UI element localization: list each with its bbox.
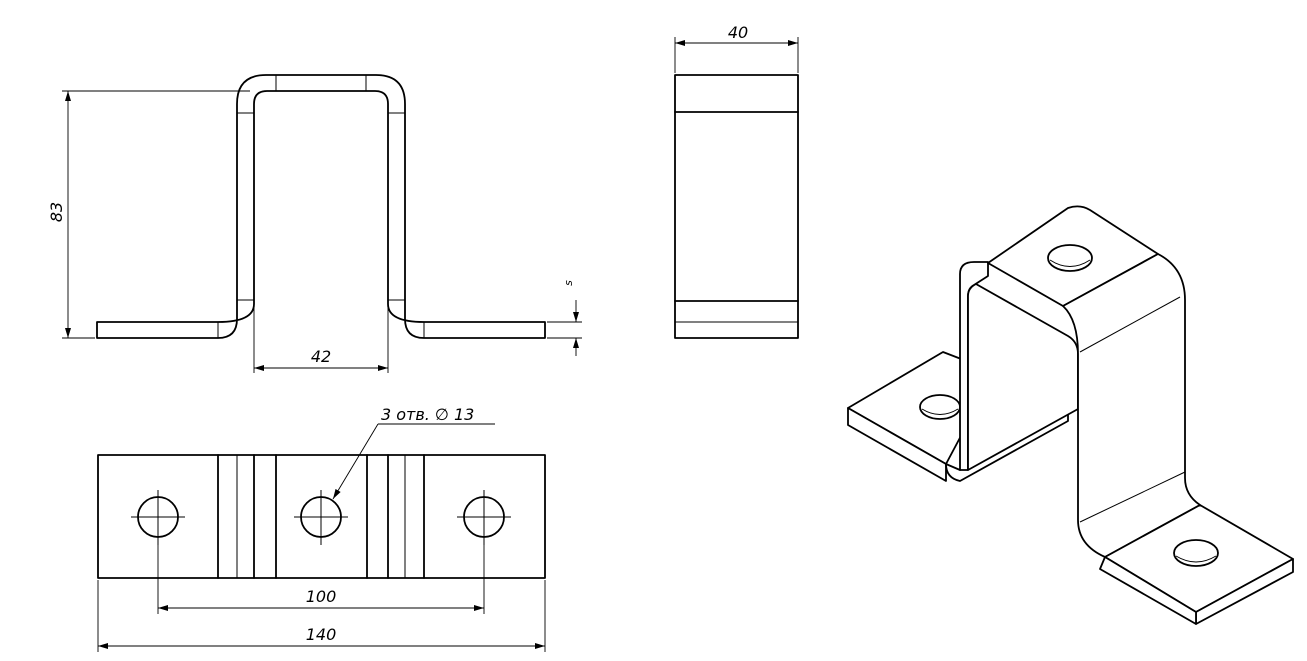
iso-right-wall xyxy=(1062,253,1201,558)
dim-label-inner-width: 42 xyxy=(311,347,331,366)
iso-right-flange-front xyxy=(1099,556,1197,625)
side-view-outline xyxy=(674,74,799,339)
hole-center-marks xyxy=(131,490,511,545)
isometric-view xyxy=(847,205,1294,625)
top-view-outline xyxy=(97,454,546,579)
side-view: 40 xyxy=(674,23,799,339)
iso-bend-line xyxy=(1079,471,1186,523)
dim-label-width: 40 xyxy=(728,23,748,42)
iso-hole-top-inner xyxy=(1049,259,1091,267)
iso-left-flange-edge xyxy=(847,407,947,482)
top-view: 3 отв. ∅ 13 100 140 xyxy=(97,405,546,652)
iso-hole-right xyxy=(1173,539,1219,567)
iso-bend-line xyxy=(1079,296,1181,353)
iso-hole-right-inner xyxy=(1175,555,1217,563)
iso-hole-top xyxy=(1047,244,1093,272)
dim-label-overall-length: 140 xyxy=(306,625,337,644)
hole-note-leader xyxy=(332,423,379,500)
dim-label-height: 83 xyxy=(47,202,66,222)
dim-label-thickness: s xyxy=(562,280,575,286)
front-view: 83 42 s xyxy=(47,74,582,373)
iso-top-plate xyxy=(987,205,1159,307)
front-view-outer-contour xyxy=(96,74,546,339)
iso-hole-left-inner xyxy=(921,408,959,415)
hole-note: 3 отв. ∅ 13 xyxy=(381,405,474,424)
dim-label-hole-pitch: 100 xyxy=(306,587,337,606)
